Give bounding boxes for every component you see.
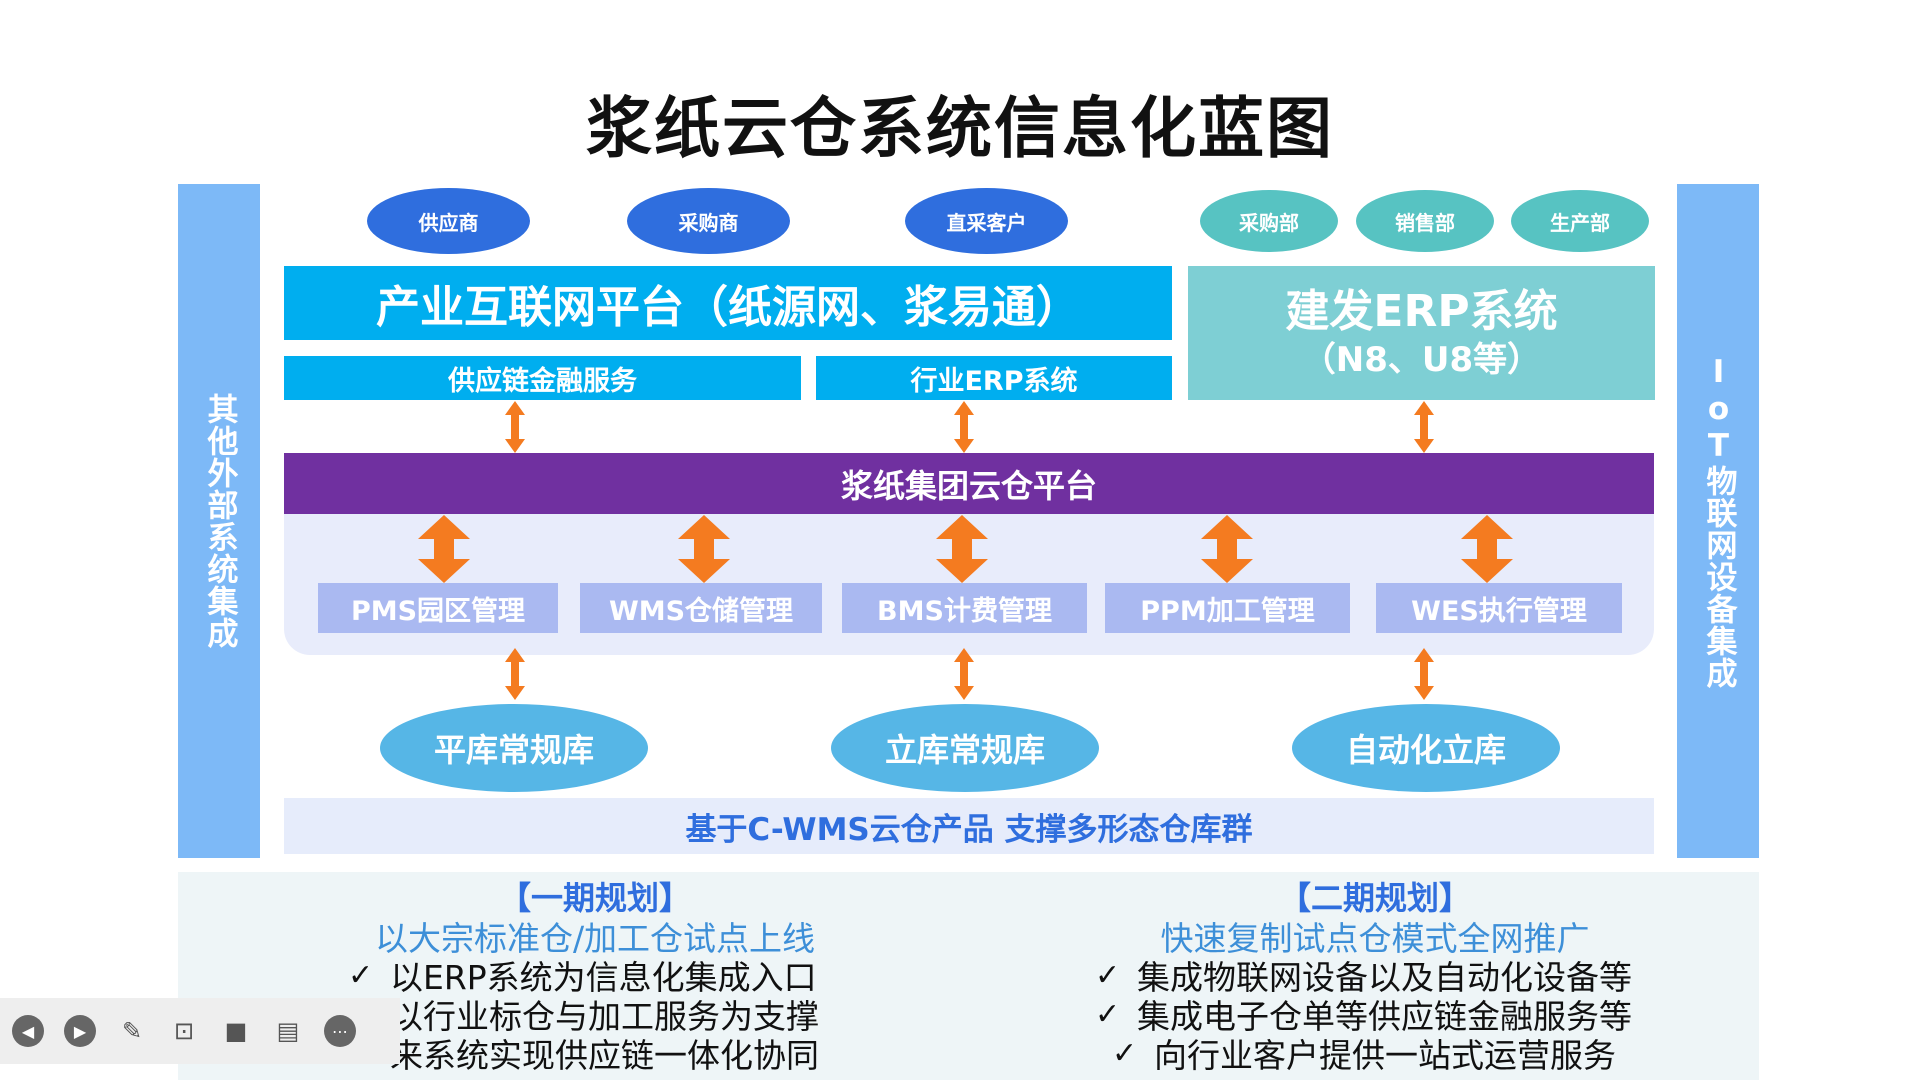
module-wms: WMS仓储管理 xyxy=(580,583,822,633)
right-sidebar-iot: IoT物联网设备集成 xyxy=(1677,184,1759,858)
cloud-warehouse-platform: 浆纸集团云仓平台 xyxy=(284,453,1654,514)
next-icon[interactable]: ▶ xyxy=(64,1015,96,1047)
phase1-item-text: 以行业标仓与加工服务为支撑 xyxy=(390,997,819,1036)
phase2-item-text: 向行业客户提供一站式运营服务 xyxy=(1154,1036,1616,1075)
presentation-toolbar: ◀ ▶ ✎ ⊡ ■ ▤ ⋯ xyxy=(0,998,400,1064)
phase2-item: ✓ 集成电子仓单等供应链金融服务等 xyxy=(1095,994,1632,1037)
updown-arrow-icon xyxy=(1414,401,1434,453)
updown-arrow-icon xyxy=(1414,648,1434,700)
phase1-item: ✓ 以行业标仓与加工服务为支撑 xyxy=(348,994,819,1037)
updown-arrow-icon xyxy=(1461,515,1513,583)
warehouse-flat-regular: 平库常规库 xyxy=(380,704,648,792)
phase2-item: ✓ 向行业客户提供一站式运营服务 xyxy=(1112,1033,1616,1076)
erp-box-title: 建发ERP系统 xyxy=(1285,286,1558,337)
updown-arrow-icon xyxy=(954,648,974,700)
updown-arrow-icon xyxy=(505,648,525,700)
entity-sales-dept: 销售部 xyxy=(1356,190,1494,252)
module-pms: PMS园区管理 xyxy=(318,583,558,633)
module-wes: WES执行管理 xyxy=(1376,583,1622,633)
phase2-item-text: 集成电子仓单等供应链金融服务等 xyxy=(1137,997,1632,1036)
entity-purchaser: 采购商 xyxy=(627,188,790,254)
page-title: 浆纸云仓系统信息化蓝图 xyxy=(586,90,1334,167)
phase2-item-text: 集成物联网设备以及自动化设备等 xyxy=(1137,958,1632,997)
supply-chain-finance: 供应链金融服务 xyxy=(284,356,801,400)
planning-panel xyxy=(178,872,1759,1080)
industry-internet-platform: 产业互联网平台（纸源网、浆易通） xyxy=(284,266,1172,340)
warehouse-vertical-regular: 立库常规库 xyxy=(831,704,1099,792)
check-icon: ✓ xyxy=(1112,1035,1138,1071)
module-ppm: PPM加工管理 xyxy=(1105,583,1350,633)
video-icon[interactable]: ■ xyxy=(224,1017,248,1045)
updown-arrow-icon xyxy=(678,515,730,583)
more-icon[interactable]: ⋯ xyxy=(324,1015,356,1047)
entity-purchasing-dept: 采购部 xyxy=(1200,190,1338,252)
phase2-subtitle: 快速复制试点仓模式全网推广 xyxy=(1160,919,1590,958)
screenshot-icon[interactable]: ⊡ xyxy=(173,1017,195,1045)
check-icon: ✓ xyxy=(1095,957,1121,993)
entity-supplier: 供应商 xyxy=(367,188,530,254)
check-icon: ✓ xyxy=(1095,996,1121,1032)
comment-icon[interactable]: ▤ xyxy=(276,1017,300,1045)
right-sidebar-label: IoT物联网设备集成 xyxy=(1700,353,1737,689)
phase1-item: ✓ 来系统实现供应链一体化协同 xyxy=(348,1033,819,1076)
prev-icon[interactable]: ◀ xyxy=(12,1015,44,1047)
warehouse-automated-vertical: 自动化立库 xyxy=(1292,704,1560,792)
left-sidebar-external-systems: 其他外部系统集成 xyxy=(178,184,260,858)
entity-direct-customer: 直采客户 xyxy=(905,188,1068,254)
erp-system-box: 建发ERP系统 （N8、U8等） xyxy=(1188,266,1655,400)
updown-arrow-icon xyxy=(505,401,525,453)
updown-arrow-icon xyxy=(936,515,988,583)
updown-arrow-icon xyxy=(954,401,974,453)
phase1-item-text: 以ERP系统为信息化集成入口 xyxy=(390,958,817,997)
phase2-heading: 【二期规划】 xyxy=(1278,879,1471,917)
industry-erp-system: 行业ERP系统 xyxy=(816,356,1172,400)
phase1-subtitle: 以大宗标准仓/加工仓试点上线 xyxy=(374,919,816,958)
phase1-item-text: 来系统实现供应链一体化协同 xyxy=(390,1036,819,1075)
phase1-heading: 【一期规划】 xyxy=(498,879,691,917)
check-icon: ✓ xyxy=(348,957,374,993)
pen-icon[interactable]: ✎ xyxy=(121,1017,143,1045)
updown-arrow-icon xyxy=(418,515,470,583)
phase2-item: ✓ 集成物联网设备以及自动化设备等 xyxy=(1095,955,1632,998)
left-sidebar-label: 其他外部系统集成 xyxy=(201,393,238,649)
phase1-item: ✓ 以ERP系统为信息化集成入口 xyxy=(348,955,817,998)
entity-production-dept: 生产部 xyxy=(1511,190,1649,252)
erp-box-subtitle: （N8、U8等） xyxy=(1301,340,1542,380)
c-wms-base-bar: 基于C-WMS云仓产品 支撑多形态仓库群 xyxy=(284,798,1654,854)
updown-arrow-icon xyxy=(1201,515,1253,583)
module-bms: BMS计费管理 xyxy=(842,583,1087,633)
